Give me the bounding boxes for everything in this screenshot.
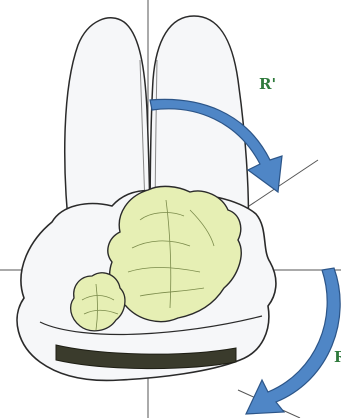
label-rotation-upper: R' xyxy=(259,77,276,92)
label-rotation-lower: R xyxy=(334,350,341,365)
